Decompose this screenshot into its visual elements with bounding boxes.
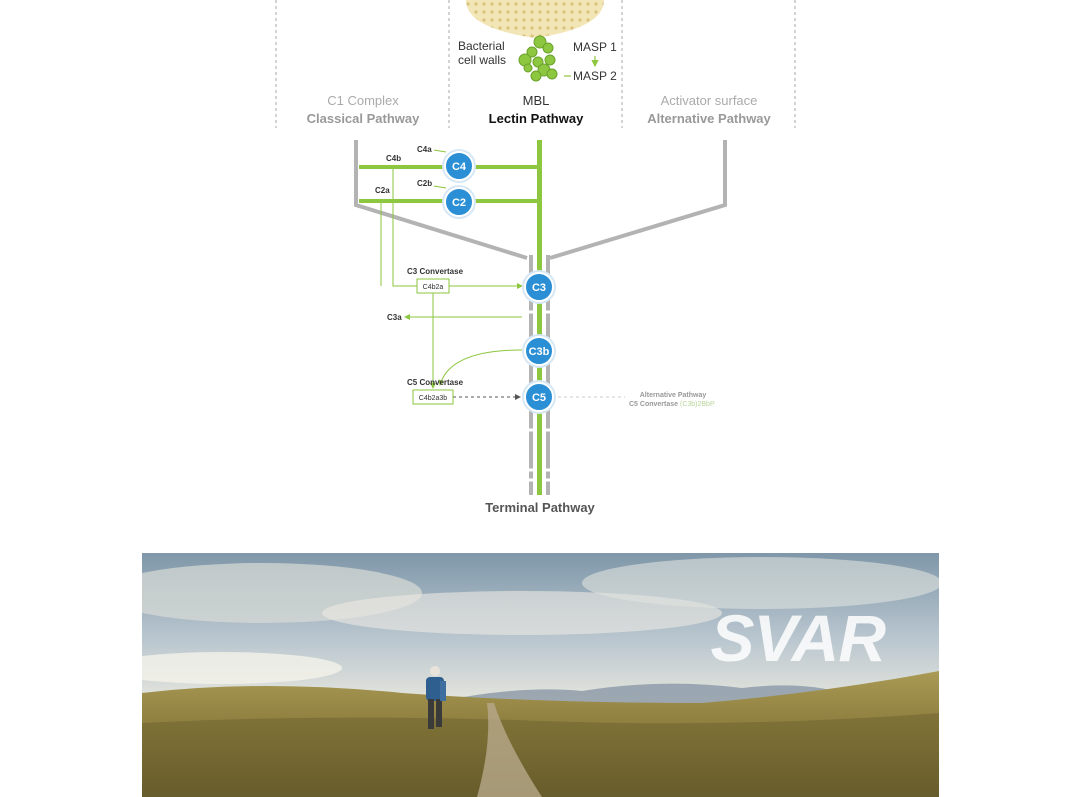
alt-c5-line1: Alternative Pathway bbox=[640, 392, 707, 399]
hiker-figure bbox=[426, 666, 446, 729]
node-label: C4 bbox=[452, 161, 467, 173]
c3-convertase-formula: C4b2a bbox=[423, 284, 444, 291]
alternative-sub: Activator surface bbox=[661, 93, 758, 108]
node-c2: C2 bbox=[442, 185, 476, 219]
c5-convertase-title: C5 Convertase bbox=[407, 378, 464, 387]
c2a-label: C2a bbox=[375, 186, 390, 195]
node-label: C2 bbox=[452, 197, 466, 209]
alternative-title: Alternative Pathway bbox=[647, 111, 771, 126]
node-c3: C3 bbox=[522, 270, 556, 304]
node-label: C5 bbox=[532, 392, 546, 404]
terminal-pathway-label: Terminal Pathway bbox=[485, 500, 595, 515]
c3-convertase-box bbox=[416, 278, 450, 294]
c3a-label: C3a bbox=[387, 313, 402, 322]
node-label: C3 bbox=[532, 282, 546, 294]
lectin-title: Lectin Pathway bbox=[489, 111, 584, 126]
c4a-label: C4a bbox=[417, 145, 432, 154]
flow-lines bbox=[380, 149, 523, 389]
classical-sub: C1 Complex bbox=[327, 93, 399, 108]
masp2-label: MASP 2 bbox=[573, 69, 617, 83]
c2b-label: C2b bbox=[417, 179, 432, 188]
c4b-label: C4b bbox=[386, 154, 401, 163]
lectin-sub: MBL bbox=[523, 93, 550, 108]
alt-c5-line2: C5 Convertase (C3b)2BbP bbox=[629, 401, 715, 408]
c5-convertase-formula: C4b2a3b bbox=[419, 395, 448, 402]
classical-title: Classical Pathway bbox=[307, 111, 420, 126]
small-labels: C4a C4b C2b C2a C3a C3 Convertase C5 Con… bbox=[375, 145, 464, 387]
node-c4: C4 bbox=[442, 149, 476, 183]
hiker-banner: SVAR bbox=[142, 553, 939, 797]
bacterial-cell-wall-icon bbox=[466, 0, 604, 38]
c5-convertase-box bbox=[412, 389, 454, 405]
svar-logo: SVAR bbox=[710, 601, 886, 675]
node-c5: C5 bbox=[522, 380, 556, 414]
node-c3b: C3b bbox=[522, 334, 556, 368]
masp1-label: MASP 1 bbox=[573, 40, 617, 54]
node-label: C3b bbox=[529, 346, 550, 358]
mbl-molecule-icon bbox=[518, 35, 558, 82]
landscape-photo bbox=[142, 553, 939, 797]
c3-convertase-title: C3 Convertase bbox=[407, 267, 464, 276]
column-headers: C1 Complex Classical Pathway MBL Lectin … bbox=[307, 93, 772, 126]
